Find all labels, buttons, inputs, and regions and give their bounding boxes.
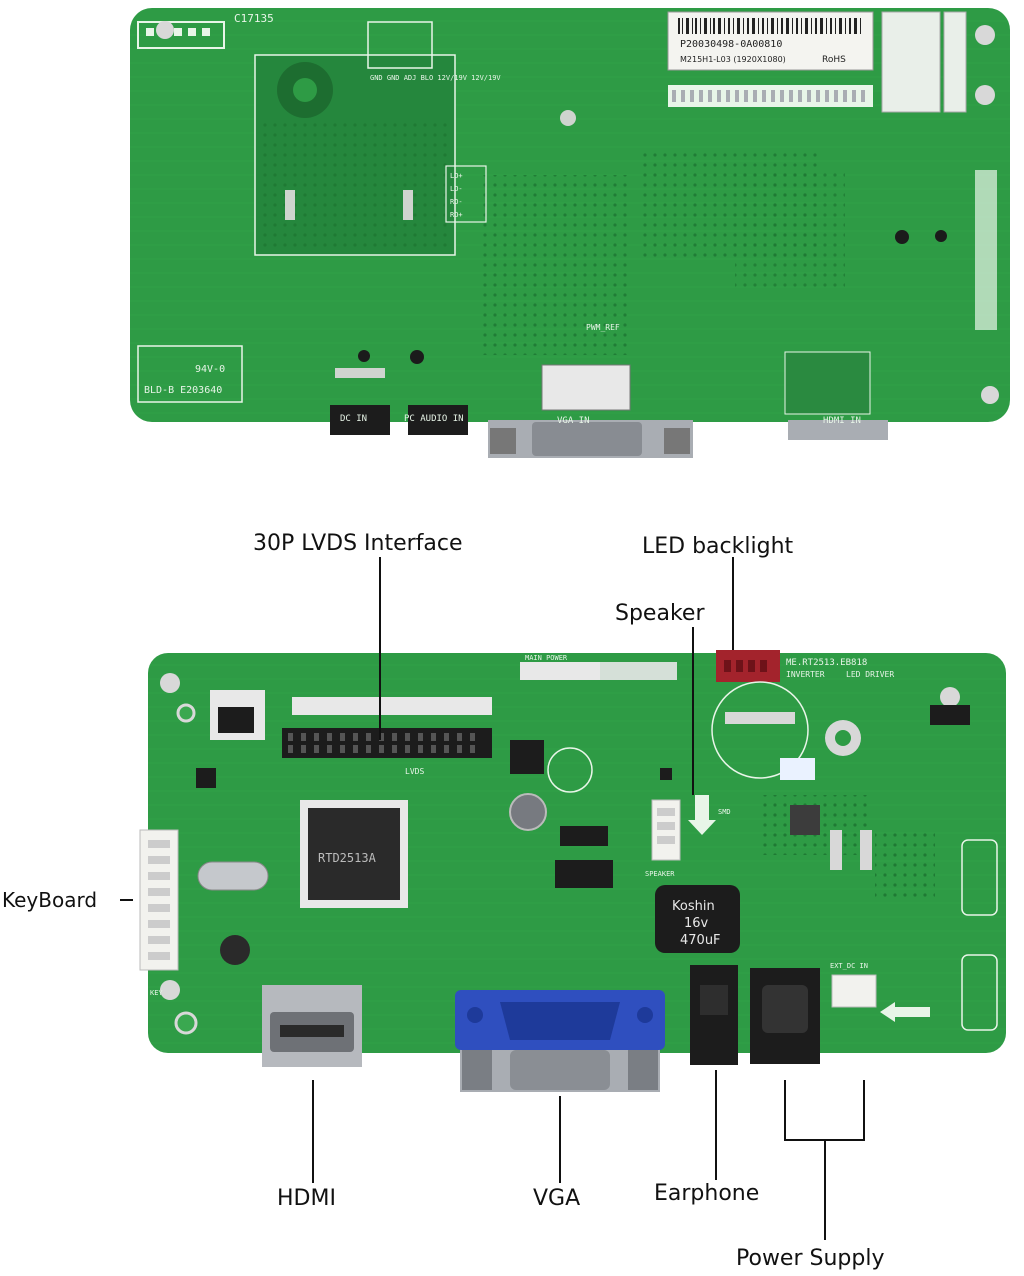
callout-power-supply: Power Supply: [736, 1246, 884, 1271]
top-serial-sticker: P20030498-0A00810 M215H1-L03 (1920X1080)…: [667, 11, 874, 71]
key-silk-text: KEY: [150, 989, 163, 997]
lvds-connector: [282, 728, 492, 758]
speaker-connector: [651, 799, 681, 861]
ext-dc-in-text: EXT_DC IN: [830, 962, 868, 970]
power-leader-bracket: [784, 1080, 865, 1240]
dip-arrow: DIP: [880, 1002, 930, 1022]
sticker-model: M215H1-L03 (1920X1080): [680, 55, 786, 64]
ul-number-text: BLD-B E203640: [144, 385, 222, 396]
top-left-header: [137, 21, 225, 49]
sticker-serial: P20030498-0A00810: [680, 39, 782, 50]
callout-led-backlight: LED backlight: [642, 534, 794, 559]
inverter-text: INVERTER: [786, 670, 825, 679]
ext-dc-connector: [831, 974, 877, 1008]
callout-lines: [120, 557, 865, 1240]
top-ribbon-pins: [668, 85, 873, 107]
speaker-silk-text: SPEAKER: [645, 870, 675, 878]
callout-vga: VGA: [533, 1186, 580, 1211]
top-board-code: C17135: [234, 12, 274, 25]
led-driver-ic: [790, 805, 820, 835]
top-header-pins: GND GND ADJ BLO 12V/19V 12V/19V: [370, 74, 501, 82]
port-hdmi-in-label: HDMI IN: [823, 416, 861, 426]
top-hdmi-port: [784, 351, 888, 440]
dip-text: DIP: [905, 1009, 920, 1018]
keyboard-connector: [139, 829, 179, 971]
top-dc-in-jack: [330, 405, 390, 435]
pin-ro-plus: RO+: [450, 211, 463, 219]
port-pc-audio-label: PC AUDIO IN: [404, 414, 464, 424]
board-model-text: ME.RT2513.EB818: [786, 658, 867, 668]
callout-keyboard: KeyBoard: [2, 888, 97, 912]
led-backlight-connector: [716, 650, 780, 682]
top-vga-port: [488, 364, 693, 458]
port-dc-in-label: DC IN: [340, 414, 367, 424]
top-ccc-sticker: [881, 11, 941, 113]
vga-port: [455, 990, 665, 1092]
capacitor-brand: Koshin: [672, 899, 715, 914]
smd-arrow: SMD: [688, 795, 731, 835]
pin-ro-minus: RO-: [450, 198, 463, 206]
inverter-coil-outline: [711, 681, 809, 779]
callout-speaker: Speaker: [615, 601, 705, 626]
capacitor-voltage: 16v: [684, 916, 709, 931]
crystal-oscillator: [197, 861, 269, 891]
sticker-rohs: RoHS: [822, 55, 846, 65]
ffc-connector: [292, 697, 492, 715]
bottom-board: MAIN POWER: [139, 650, 1006, 1092]
ul-mark-text: 94V-0: [195, 364, 225, 375]
pwm-ref-label: PWM_REF: [586, 323, 620, 332]
inductor-ld: [510, 740, 544, 774]
callout-earphone: Earphone: [654, 1181, 759, 1206]
port-vga-in-label: VGA IN: [557, 416, 590, 426]
top-ul-mark: 94V-0 BLD-B E203640: [137, 345, 243, 403]
pin-lo-plus: LO+: [450, 172, 463, 180]
led-driver-text: LED DRIVER: [846, 670, 894, 679]
lvds-silk-text: LVDS: [405, 767, 424, 776]
main-power-text: MAIN POWER: [525, 654, 568, 662]
top-pc-audio-jack: [408, 405, 468, 435]
hdmi-port: [262, 985, 362, 1067]
electrolytic-small: [509, 793, 547, 831]
main-chip: RTD2513A: [300, 800, 408, 908]
callout-hdmi: HDMI: [277, 1186, 336, 1211]
callout-lvds: 30P LVDS Interface: [253, 531, 463, 556]
main-chip-text: RTD2513A: [318, 851, 377, 865]
top-board: C17135 GND GND ADJ BLO 12V/19V 12V/19V L…: [130, 8, 1010, 458]
capacitor-capacity: 470uF: [680, 933, 721, 948]
big-capacitor: Koshin 16v 470uF: [655, 885, 740, 953]
main-power-header: [520, 662, 600, 680]
pin-lo-minus: LO-: [450, 185, 463, 193]
callout-labels: 30P LVDS Interface LED backlight Speaker…: [2, 531, 884, 1271]
smd-text: SMD: [718, 808, 731, 816]
top-speaker-pads: LO+ LO- RO- RO+: [445, 165, 487, 223]
